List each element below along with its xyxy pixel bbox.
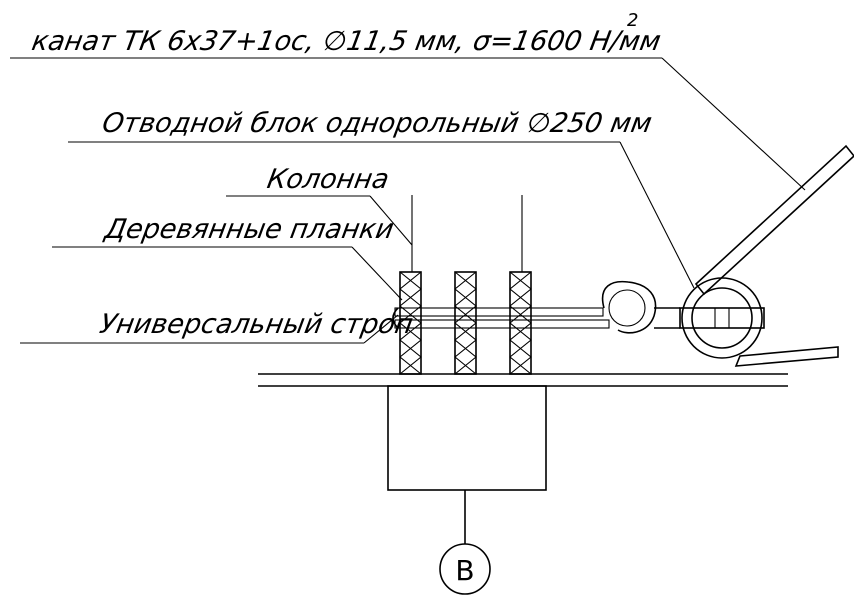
- column-label-text: Колонна: [265, 164, 392, 195]
- block-leader-line: [619, 141, 695, 289]
- block-strap: [679, 307, 765, 329]
- sling-band-top: [394, 307, 604, 317]
- label-block: Отводной блок однорольный ∅250 мм: [68, 108, 695, 289]
- column-leader-line: [369, 195, 413, 246]
- rope-right-band: [734, 346, 839, 367]
- label-rope: канат ТК 6х37+1ос, ∅11,5 мм, σ=1600 Н/мм…: [10, 10, 806, 191]
- axis-bubble: [439, 543, 491, 595]
- rope-leader-line: [661, 57, 806, 191]
- planks-leader-line: [351, 246, 403, 301]
- axis-label: В: [455, 554, 474, 587]
- sling-label-text: Универсальный строп: [97, 309, 415, 340]
- block-label-text: Отводной блок однорольный ∅250 мм: [100, 108, 654, 139]
- label-planks: Деревянные планки: [52, 214, 403, 301]
- label-sling: Универсальный строп: [20, 309, 415, 344]
- planks-label-text: Деревянные планки: [102, 214, 397, 245]
- universal-sling: [392, 280, 680, 334]
- rope-up: [694, 144, 854, 296]
- sling-hook-inner: [608, 289, 646, 327]
- wooden-planks: [399, 271, 532, 375]
- plank-2: [454, 271, 477, 375]
- snatch-block: [679, 277, 765, 359]
- rope-label-superscript: 2: [627, 10, 638, 31]
- plank-3: [509, 271, 532, 375]
- column-rect: [387, 385, 547, 491]
- block-inner-ring: [691, 287, 753, 349]
- sling-left-loop: [392, 307, 399, 329]
- sling-hook: [601, 280, 657, 334]
- sling-band-bottom: [394, 319, 610, 329]
- rope-label-text: канат ТК 6х37+1ос, ∅11,5 мм, σ=1600 Н/мм: [29, 26, 663, 57]
- block-outer-ring: [681, 277, 763, 359]
- label-column: Колонна: [226, 164, 413, 246]
- rope-right: [734, 346, 839, 367]
- axis-marker: В: [439, 490, 491, 595]
- column-section: [387, 385, 547, 491]
- rope-up-band: [694, 144, 854, 296]
